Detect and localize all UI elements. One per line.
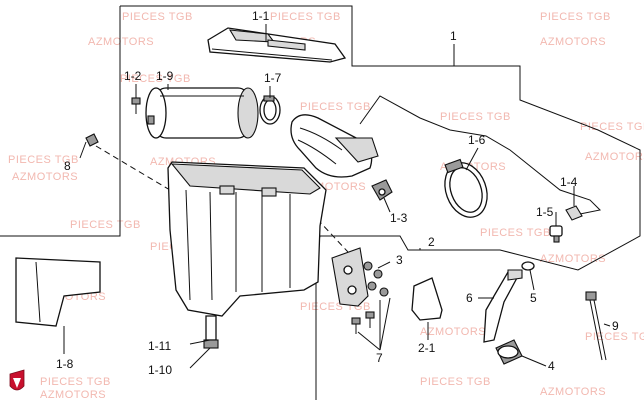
- callout-1-1: 1-1: [252, 9, 270, 23]
- callout-labels: 1-1 1-2 1-9 1-7 1 8 1-6 1-3 1-4 1-5 2 3 …: [56, 9, 619, 377]
- watermark-text: AZMOTORS: [540, 386, 606, 398]
- callout-1-3: 1-3: [390, 211, 408, 225]
- watermark-text: PIECES TGB: [440, 111, 511, 123]
- callout-2-1: 2-1: [418, 341, 436, 355]
- callout-1-2: 1-2: [124, 69, 142, 83]
- leader-lines: [63, 24, 611, 369]
- watermark-text: AZMOTORS: [88, 36, 154, 48]
- nut-cluster-3[interactable]: [363, 261, 389, 297]
- fitting-1-5[interactable]: [549, 225, 563, 243]
- watermark-text: PIECES TGB: [480, 227, 551, 239]
- callout-7: 7: [376, 351, 383, 365]
- fitting-1-4[interactable]: [565, 205, 583, 221]
- watermark-text: PIECES TGB: [122, 11, 193, 23]
- assembly-outline: [0, 5, 641, 400]
- air-box-body[interactable]: [167, 161, 327, 349]
- callout-1-5: 1-5: [536, 205, 554, 219]
- air-box-lid[interactable]: [207, 27, 347, 63]
- callout-1-6: 1-6: [468, 133, 486, 147]
- callout-5: 5: [530, 291, 537, 305]
- callout-6: 6: [466, 291, 473, 305]
- watermark-text: AZMOTORS: [585, 151, 644, 163]
- callout-1-11: 1-11: [148, 339, 171, 353]
- watermark-text: PIECES TGB: [120, 73, 191, 85]
- hose-clamp-1-7[interactable]: [259, 95, 281, 125]
- watermark-text: AZMOTORS: [420, 326, 486, 338]
- hose-clamp-1-6[interactable]: [438, 157, 495, 223]
- callout-2: 2: [428, 235, 435, 249]
- watermark-text: PIECES TGB: [70, 219, 141, 231]
- watermark-text: PIECES TGB: [8, 154, 79, 166]
- callout-1-4: 1-4: [560, 175, 578, 189]
- watermark-text: PIECES TGB: [420, 376, 491, 388]
- bolts-7[interactable]: [351, 311, 375, 334]
- callout-1-9: 1-9: [156, 69, 174, 83]
- callout-1-7: 1-7: [264, 71, 282, 85]
- watermark-text: PIECES TGB: [585, 331, 644, 343]
- bracket-1-3[interactable]: [371, 179, 393, 201]
- breather-hose[interactable]: [359, 95, 602, 215]
- callout-8: 8: [64, 159, 71, 173]
- shield-logo-icon: [9, 369, 25, 391]
- bracket-plate-2[interactable]: [331, 247, 369, 307]
- callout-4: 4: [548, 359, 555, 373]
- watermark-text: AZMOTORS: [12, 171, 78, 183]
- cable-tie-9[interactable]: [585, 291, 607, 361]
- clamp-5[interactable]: [521, 261, 535, 271]
- callout-3: 3: [396, 253, 403, 267]
- intake-duct[interactable]: [290, 114, 379, 178]
- watermark-text: PIECES TGB: [540, 11, 611, 23]
- watermark-text: PIECES TGB: [40, 376, 111, 388]
- callout-1-8: 1-8: [56, 357, 74, 371]
- clip-8[interactable]: [85, 133, 99, 147]
- air-filter-element[interactable]: [145, 87, 259, 139]
- callout-9: 9: [612, 319, 619, 333]
- pad-2-1[interactable]: [411, 277, 443, 321]
- callout-1-10: 1-10: [148, 363, 172, 377]
- watermark-text: PIECES TGB: [270, 11, 341, 23]
- side-panel-1-8[interactable]: [15, 257, 101, 327]
- callout-1: 1: [450, 29, 457, 43]
- watermark-text: PIECES TGB: [580, 121, 644, 133]
- watermark-text: AZMOTORS: [40, 389, 106, 400]
- assembly-guide-line: [95, 145, 171, 191]
- watermark-text: AZMOTORS: [540, 36, 606, 48]
- clamp-4[interactable]: [495, 339, 523, 365]
- watermark-text: AZMOTORS: [540, 253, 606, 265]
- hose-6[interactable]: [483, 269, 523, 343]
- watermark-text: PIECES TGB: [300, 101, 371, 113]
